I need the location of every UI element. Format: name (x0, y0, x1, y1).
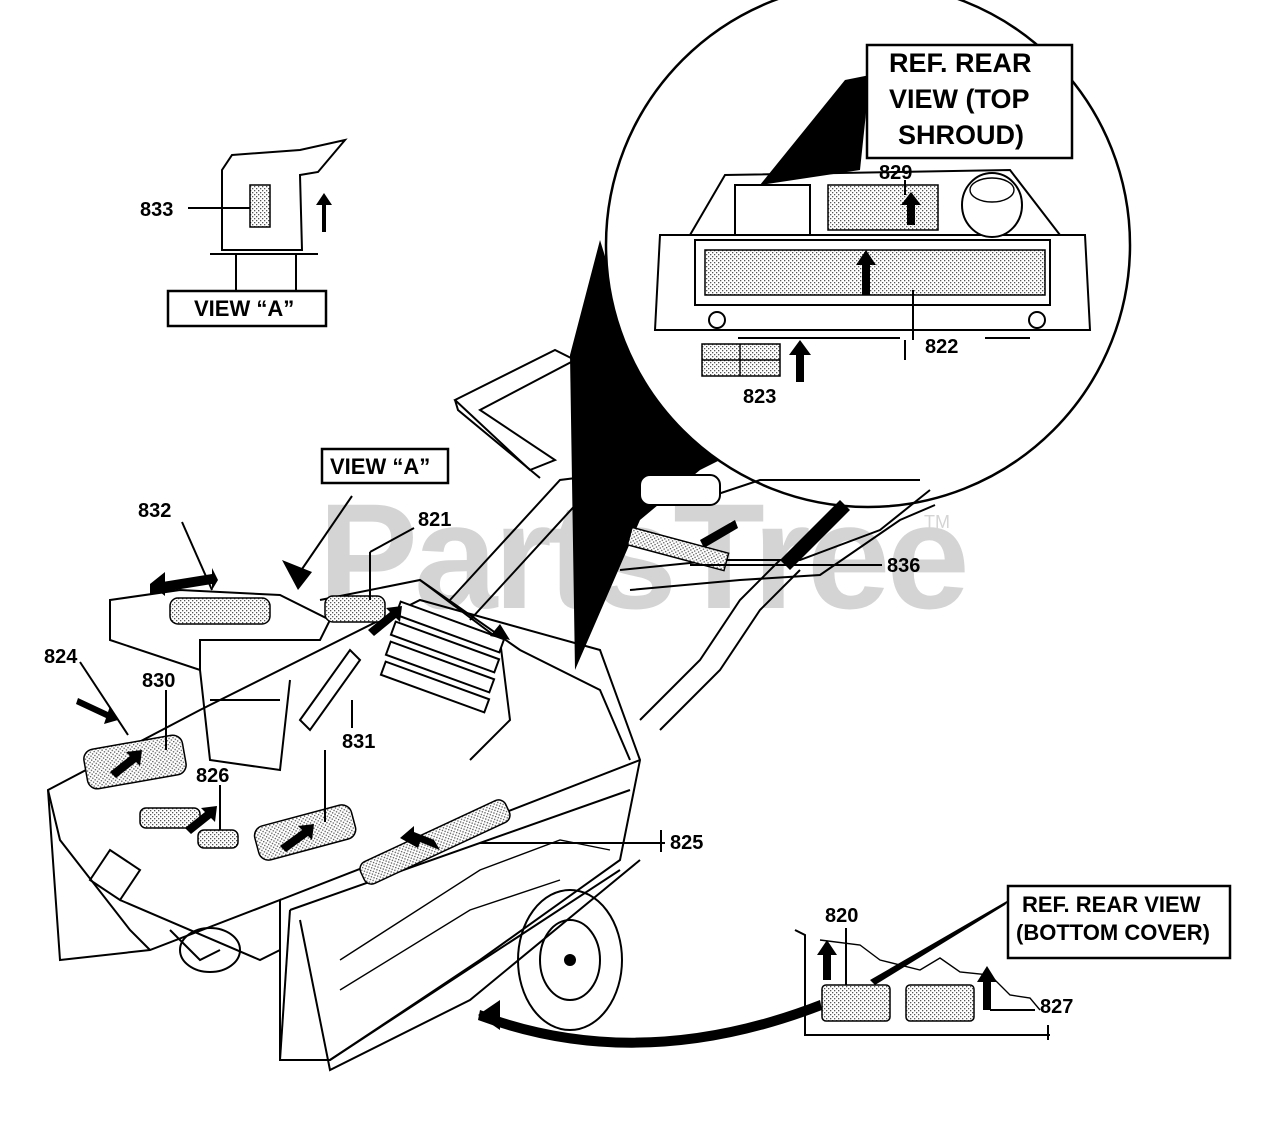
part-826-label: 826 (196, 765, 229, 787)
ref-rear-view-top-box (865, 43, 1074, 160)
ref-rear-view-bottom-line1: REF. REAR VIEW (1022, 892, 1201, 917)
ref-rear-view-top-line2: VIEW (TOP (889, 84, 1030, 114)
ref-rear-view-top-line3: SHROUD) (898, 120, 1024, 150)
part-831-label: 831 (342, 731, 375, 753)
part-836-label: 836 (887, 555, 920, 577)
ref-rear-view-top-line1: REF. REAR (889, 48, 1032, 78)
view-a-pointer-box (320, 447, 450, 485)
part-821-label: 821 (418, 509, 451, 531)
body-callouts: 832 821 824 830 831 826 825 VIEW “A” (44, 447, 703, 854)
part-820-label: 820 (825, 905, 858, 927)
watermark-tm: TM (924, 512, 950, 532)
part-833-label: 833 (140, 199, 173, 221)
part-823-label: 823 (743, 386, 776, 408)
handle-frame: 836 (449, 348, 936, 731)
rear-view-bottom-cover: 820 827 REF. REAR VIEW (BOTTOM COVER) (794, 884, 1232, 1040)
part-832-label: 832 (138, 500, 171, 522)
part-829-label: 829 (879, 162, 912, 184)
view-a-pointer-label: VIEW “A” (330, 454, 430, 479)
view-a-inset: 833 VIEW “A” (140, 138, 348, 328)
part-827-label: 827 (1040, 996, 1073, 1018)
ref-rear-view-bottom-box (1006, 884, 1232, 960)
view-a-inset-label: VIEW “A” (194, 296, 294, 321)
part-825-label: 825 (670, 832, 703, 854)
view-a-inset-box (166, 289, 328, 328)
part-824-label: 824 (44, 646, 78, 668)
part-822-label: 822 (925, 336, 958, 358)
part-830-label: 830 (142, 670, 175, 692)
snow-thrower-body (46, 560, 822, 1072)
ref-rear-view-bottom-line2: (BOTTOM COVER) (1016, 920, 1210, 945)
rear-view-top-magnifier: 829 822 823 REF. REAR VIEW (TOP SHROUD) (570, 0, 1132, 670)
